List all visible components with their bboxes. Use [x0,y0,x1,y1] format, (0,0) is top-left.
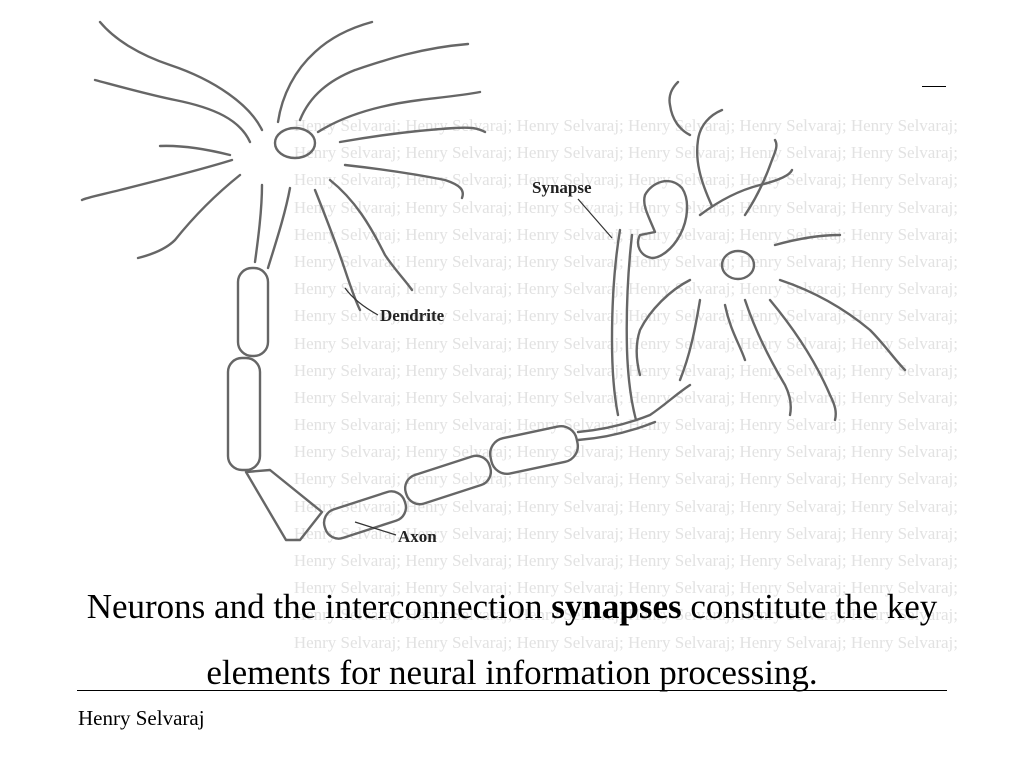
watermark-line: Henry Selvaraj; Henry Selvaraj; Henry Se… [293,496,958,516]
watermark-line: Henry Selvaraj; Henry Selvaraj; Henry Se… [293,224,958,244]
footer-author: Henry Selvaraj [78,706,205,730]
watermark-line: Henry Selvaraj; Henry Selvaraj; Henry Se… [293,442,958,462]
caption-emphasis: synapses [551,587,682,626]
watermark-line: Henry Selvaraj; Henry Selvaraj; Henry Se… [293,578,958,598]
watermark-line: Henry Selvaraj; Henry Selvaraj; Henry Se… [293,143,958,163]
watermark-line: Henry Selvaraj; Henry Selvaraj; Henry Se… [293,170,958,190]
watermark-line: Henry Selvaraj; Henry Selvaraj; Henry Se… [293,605,958,625]
axon-segments [226,266,692,542]
watermark-line: Henry Selvaraj; Henry Selvaraj; Henry Se… [293,251,958,271]
watermark-line: Henry Selvaraj; Henry Selvaraj; Henry Se… [293,415,958,435]
watermark-line: Henry Selvaraj; Henry Selvaraj; Henry Se… [293,387,958,407]
diagram-labels: Synapse Dendrite Axon [344,178,613,546]
neuron-right-cell [610,80,907,422]
label-dendrite: Dendrite [380,306,445,325]
label-axon: Axon [398,527,437,546]
watermark-line: Henry Selvaraj; Henry Selvaraj; Henry Se… [293,197,958,217]
slide-caption: Neurons and the interconnection synapses… [40,574,984,706]
leader-axon [354,521,397,536]
leader-dendrite [344,287,379,316]
synaptic-terminal [636,179,689,260]
caption-text-before: Neurons and the interconnection [86,587,552,626]
watermark-line: Henry Selvaraj; Henry Selvaraj; Henry Se… [293,469,958,489]
caption-text-after: constitute the key elements for neural i… [206,587,938,692]
label-synapse: Synapse [532,178,592,197]
watermark-line: Henry Selvaraj; Henry Selvaraj; Henry Se… [293,523,958,543]
neuron-left-cell [80,20,487,312]
right-soma-nucleus [720,249,756,281]
watermark-line: Henry Selvaraj; Henry Selvaraj; Henry Se… [293,551,958,570]
leader-synapse [577,198,613,239]
header-dash [922,86,946,87]
watermark-line: Henry Selvaraj; Henry Selvaraj; Henry Se… [293,632,958,652]
neuron-diagram: Synapse Dendrite Axon [80,20,907,546]
watermark-line: Henry Selvaraj; Henry Selvaraj; Henry Se… [293,360,958,380]
footer-divider [77,690,947,691]
left-soma-nucleus [273,126,317,160]
watermark-line: Henry Selvaraj; Henry Selvaraj; Henry Se… [293,116,958,135]
